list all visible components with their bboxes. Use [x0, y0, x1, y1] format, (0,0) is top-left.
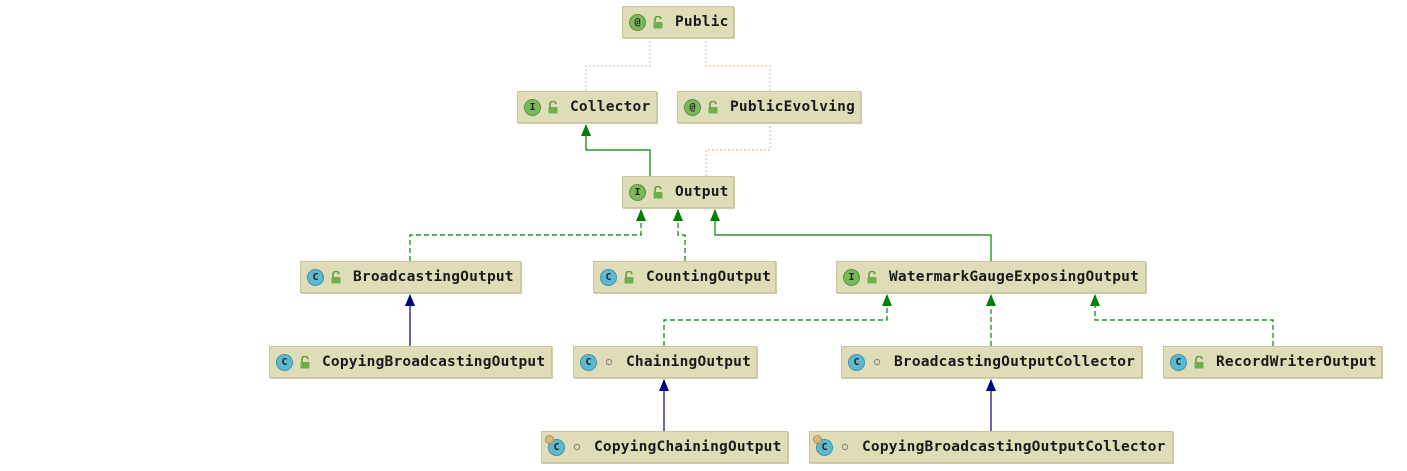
- class-icon: C: [600, 268, 617, 286]
- edge-recordwriteroutput-to-watermarkgauge: [1094, 295, 1274, 346]
- package-private-icon: [838, 441, 851, 454]
- node-label: PublicEvolving: [730, 99, 856, 115]
- node-label: Output: [675, 184, 729, 200]
- public-lock-icon: [651, 15, 664, 29]
- node-broadcastingcollector[interactable]: C BroadcastingOutputCollector: [841, 346, 1142, 378]
- node-copyingbroadcasting[interactable]: C CopyingBroadcastingOutput: [269, 346, 552, 378]
- node-publicevolving[interactable]: @ PublicEvolving: [677, 91, 861, 123]
- arrowhead-watermarkgauge-to-output: [710, 209, 720, 221]
- node-copyingchaining[interactable]: C CopyingChainingOutput: [541, 431, 788, 463]
- package-private-icon: [570, 441, 583, 454]
- arrowhead-broadcastingcollector-to-watermarkgauge: [986, 294, 996, 306]
- edge-chainingoutput-to-watermarkgauge: [663, 295, 888, 346]
- arrowhead-recordwriteroutput-to-watermarkgauge: [1090, 294, 1100, 306]
- arrowhead-copyingbroadcasting-to-broadcastingoutput: [405, 294, 415, 306]
- node-copyingbroadcastingcollector[interactable]: C CopyingBroadcastingOutputCollector: [809, 431, 1173, 463]
- node-label: CountingOutput: [646, 269, 772, 285]
- interface-icon: I: [524, 98, 541, 116]
- node-label: CopyingBroadcastingOutputCollector: [862, 439, 1166, 455]
- arrowhead-copyingchaining-to-chainingoutput: [659, 379, 669, 391]
- arrowhead-output-to-collector: [581, 124, 591, 136]
- class-icon: C: [545, 434, 565, 456]
- arrowhead-countingoutput-to-output: [673, 209, 683, 221]
- overlay-marker-icon: [545, 434, 554, 444]
- node-chainingoutput[interactable]: C ChainingOutput: [573, 346, 757, 378]
- annotation-icon: @: [629, 13, 646, 31]
- package-private-icon: [870, 356, 883, 369]
- class-icon: C: [848, 353, 865, 371]
- edge-broadcastingoutput-to-output: [409, 210, 642, 261]
- node-label: Collector: [570, 99, 651, 115]
- node-countingoutput[interactable]: C CountingOutput: [593, 261, 776, 293]
- public-lock-icon: [706, 100, 719, 114]
- arrowhead-copyingbroadcastingcollector-to-broadcastingcollector: [986, 379, 996, 391]
- node-label: CopyingBroadcastingOutput: [322, 354, 546, 370]
- edge-publicevolving-to-public: [705, 40, 771, 91]
- edge-countingoutput-to-output: [677, 210, 686, 261]
- class-icon: C: [1170, 353, 1187, 371]
- public-lock-icon: [651, 185, 664, 199]
- class-icon: C: [580, 353, 597, 371]
- package-private-icon: [602, 356, 615, 369]
- overlay-marker-icon: [813, 434, 822, 444]
- edge-output-to-collector: [585, 125, 651, 176]
- public-lock-icon: [546, 100, 559, 114]
- node-label: WatermarkGaugeExposingOutput: [889, 269, 1140, 285]
- node-label: ChainingOutput: [626, 354, 752, 370]
- annotation-icon: @: [684, 98, 701, 116]
- public-lock-icon: [622, 270, 635, 284]
- node-output[interactable]: I Output: [622, 176, 734, 208]
- node-watermarkgauge[interactable]: I WatermarkGaugeExposingOutput: [836, 261, 1146, 293]
- interface-icon: I: [629, 183, 646, 201]
- edge-output-to-publicevolving: [705, 125, 771, 176]
- node-label: RecordWriterOutput: [1216, 354, 1377, 370]
- public-lock-icon: [298, 355, 311, 369]
- public-lock-icon: [329, 270, 342, 284]
- node-label: CopyingChainingOutput: [594, 439, 782, 455]
- edge-watermarkgauge-to-output: [714, 210, 992, 261]
- class-icon: C: [813, 434, 833, 456]
- class-icon: C: [276, 353, 293, 371]
- interface-icon: I: [843, 268, 860, 286]
- node-collector[interactable]: I Collector: [517, 91, 657, 123]
- node-label: Public: [675, 14, 729, 30]
- class-icon: C: [307, 268, 324, 286]
- public-lock-icon: [1192, 355, 1205, 369]
- arrowhead-chainingoutput-to-watermarkgauge: [882, 294, 892, 306]
- arrowhead-broadcastingoutput-to-output: [636, 209, 646, 221]
- node-label: BroadcastingOutput: [353, 269, 514, 285]
- public-lock-icon: [865, 270, 878, 284]
- edge-collector-to-public: [585, 40, 651, 91]
- node-recordwriteroutput[interactable]: C RecordWriterOutput: [1163, 346, 1382, 378]
- node-public[interactable]: @ Public: [622, 6, 734, 38]
- node-broadcastingoutput[interactable]: C BroadcastingOutput: [300, 261, 521, 293]
- node-label: BroadcastingOutputCollector: [894, 354, 1136, 370]
